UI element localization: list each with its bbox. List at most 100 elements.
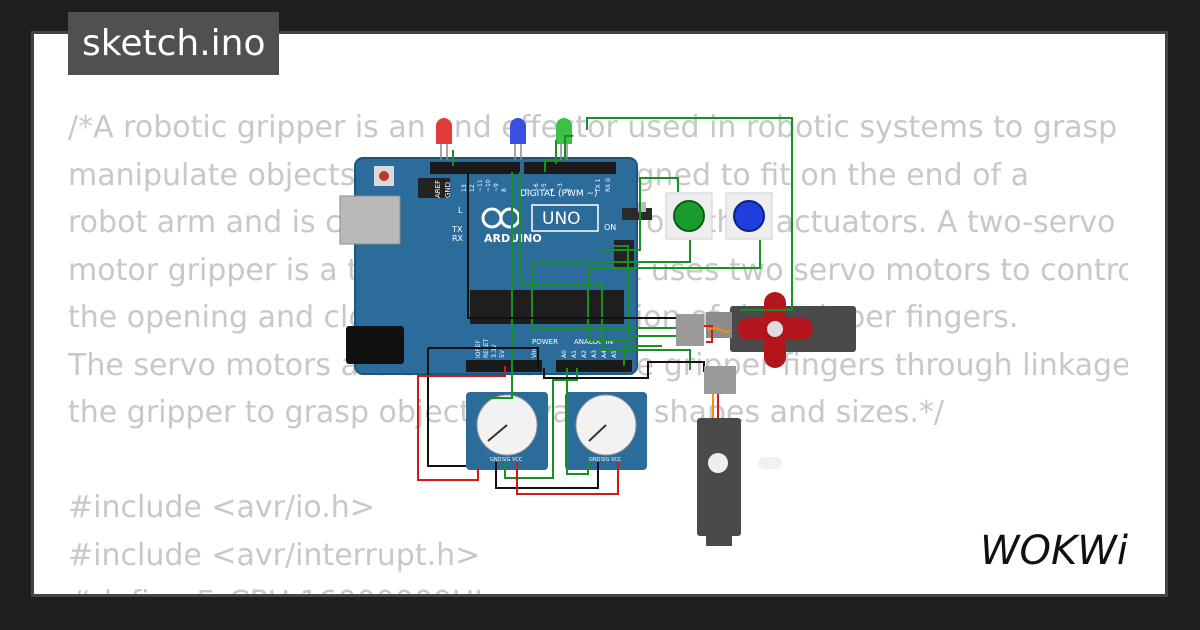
pin-label: 8 (501, 188, 508, 192)
v33-label: 3.3V (491, 343, 498, 358)
wire-black (427, 348, 466, 467)
on-led-label: ON (604, 223, 616, 232)
pin-label: 13 (461, 184, 468, 192)
wire-black (495, 462, 599, 489)
reset-button-cap (379, 171, 389, 181)
servo-header-connector (704, 366, 736, 394)
icsp-header-2 (614, 240, 634, 268)
wire-green (623, 345, 662, 366)
pin-label: TX 1 (595, 178, 602, 193)
analog-label: ANALOG IN (574, 338, 613, 346)
power-label: POWER (532, 338, 558, 346)
pushbutton-blue[interactable] (725, 192, 773, 240)
pot-pin-label: GND (589, 457, 601, 463)
tx-led-label: TX (451, 225, 463, 234)
pin-label: ~6 (533, 183, 540, 192)
uno-label: UNO (542, 209, 581, 229)
pushbutton-green[interactable] (665, 192, 713, 240)
pin-label: ~5 (541, 183, 548, 192)
pin-label: 4 (549, 188, 556, 192)
pushbutton-blue-cap (733, 200, 765, 232)
wire-red (516, 462, 619, 495)
wire-green (600, 177, 679, 251)
pin-label: ~11 (477, 179, 484, 192)
a2-label: A2 (581, 350, 588, 358)
pot-pin-label: VCC (512, 457, 523, 463)
a0-label: A0 (561, 350, 568, 358)
pin-label: ~3 (557, 183, 564, 192)
led-red-body (436, 118, 452, 144)
file-tab[interactable]: sketch.ino (68, 12, 280, 75)
wire-black (428, 347, 539, 368)
wire-green (586, 117, 793, 311)
vin-label: Vin (531, 348, 538, 358)
l-led-label: L (458, 206, 463, 215)
led-blue[interactable] (510, 118, 526, 160)
pot-indicator (588, 424, 607, 442)
servo-header-connector (676, 314, 704, 346)
pin-label: 12 (469, 184, 476, 192)
pot-pin-label: GND (490, 457, 502, 463)
slide-switch-knob (638, 202, 646, 212)
slide-switch[interactable] (622, 202, 652, 220)
wire-orange (707, 327, 731, 333)
wire-green (486, 172, 513, 399)
pin-label: 7 (525, 188, 532, 192)
pot-pin-label: SIG (502, 457, 511, 463)
pin-label: 2 (565, 188, 572, 192)
code-line: /*A robotic gripper is an end effector u… (68, 110, 1128, 145)
rx-led-label: RX (452, 234, 464, 243)
servo-body (697, 418, 741, 536)
led-red[interactable] (436, 118, 452, 160)
power-jack (346, 326, 404, 364)
code-line: #include <avr/io.h> (68, 490, 375, 525)
servo-vertical[interactable] (697, 418, 782, 546)
led-green[interactable] (556, 118, 572, 160)
pot-pin-label: SIG (601, 457, 610, 463)
code-line: #include <avr/interrupt.h> (68, 537, 481, 573)
servo-shaft-icon (767, 321, 783, 337)
a3-label: A3 (591, 350, 598, 358)
digital-pin-labels: 13 12 ~11 ~10 ~9 8 7 ~6 ~5 4 ~3 2 TX 1 R… (461, 178, 612, 193)
uno-badge (531, 204, 599, 232)
analog-header (556, 360, 632, 372)
potentiometer-right[interactable]: GND SIG VCC (565, 392, 647, 470)
wire-red (417, 366, 506, 481)
potentiometer-left[interactable]: GND SIG VCC (466, 392, 548, 470)
digital-label: DIGITAL (PWM ~) (520, 189, 598, 199)
pin-label: ~10 (485, 179, 492, 192)
wire-black (467, 172, 676, 319)
wires (417, 117, 793, 495)
usb-connector (339, 195, 401, 245)
servo-shaft-icon (708, 453, 728, 473)
servo-horn (758, 457, 782, 469)
a4-label: A4 (601, 350, 608, 358)
led-blue-body (510, 118, 526, 144)
pin-label: ~9 (493, 183, 500, 192)
digital-header-right (524, 162, 616, 174)
wire-green (564, 135, 573, 162)
pin-label: RX 0 (605, 178, 612, 192)
code-line: #define F_CPU 16000000UL (68, 579, 1128, 594)
pushbutton-green-cap (673, 200, 705, 232)
v5-label: 5V (499, 349, 506, 358)
a1-label: A1 (571, 350, 578, 358)
pot-indicator (487, 424, 508, 442)
icsp-header (418, 178, 450, 198)
wire-black (543, 361, 705, 379)
arduino-uno-board[interactable]: DIGITAL (PWM ~) AREF GND L TX RX ARDUINO… (339, 157, 638, 375)
wire-green (531, 240, 691, 329)
servo-tab (706, 532, 732, 546)
wire-green (566, 368, 589, 475)
wire-green (614, 245, 700, 337)
wokwi-logo: WOKWi (980, 528, 1128, 574)
gnd-label: GND (444, 182, 452, 198)
wokwi-logo-text: WOKWi (980, 528, 1128, 574)
digital-header-left (430, 162, 520, 174)
pot-pin-label: VCC (611, 457, 622, 463)
a5-label: A5 (611, 350, 618, 358)
led-green-body (556, 118, 572, 144)
aref-label: AREF (434, 180, 442, 198)
slide-switch-body (622, 208, 652, 220)
